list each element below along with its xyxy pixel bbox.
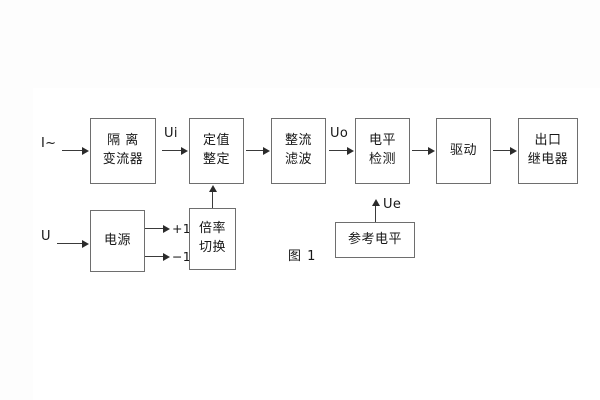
block-line-1: 电平	[368, 133, 396, 149]
arrowhead-current-input	[82, 147, 89, 155]
block-multiplier-switch: 倍率 切换	[189, 208, 236, 270]
block-rectify-filter: 整流 滤波	[271, 118, 326, 184]
block-line-2: 整定	[202, 152, 230, 167]
block-line-1: 参考电平	[347, 231, 402, 247]
connector-current-to-isolation	[62, 150, 83, 151]
block-line-2: 变流器	[102, 152, 144, 167]
block-setting-adjust: 定值 整定	[189, 118, 244, 184]
block-level-detect: 电平 检测	[355, 118, 410, 184]
signal-label-ui: Ui	[164, 126, 178, 141]
arrowhead-rail-negative	[163, 253, 170, 261]
connector-isolation-to-setting	[162, 150, 182, 151]
block-line-2: 继电器	[527, 152, 569, 167]
connector-level-to-drive	[412, 150, 429, 151]
block-line-2: 检测	[368, 152, 396, 167]
signal-label-ue: Ue	[383, 197, 402, 212]
connector-drive-to-relay	[493, 150, 511, 151]
connector-setting-to-rectify	[246, 150, 264, 151]
block-line-1: 出口	[534, 133, 562, 149]
arrowhead-voltage-input	[82, 240, 89, 248]
block-line-1: 驱动	[449, 142, 477, 158]
block-line-2: 滤波	[284, 152, 312, 167]
arrowhead-multiplier-to-setting	[209, 185, 217, 192]
input-label-voltage: U	[41, 229, 51, 244]
figure-caption: 图 1	[288, 249, 317, 264]
block-drive: 驱动	[436, 118, 491, 184]
block-isolation-transformer: 隔 离 变流器	[90, 118, 156, 184]
signal-label-uo: Uo	[330, 126, 349, 141]
block-line-1: 定值	[202, 133, 230, 149]
connector-rail-negative	[145, 256, 165, 257]
arrowhead-ui	[181, 147, 188, 155]
input-label-current: I~	[41, 136, 57, 151]
arrowhead-level-to-drive	[428, 147, 435, 155]
connector-multiplier-to-setting	[212, 189, 213, 208]
block-power-supply: 电源	[90, 210, 145, 272]
block-reference-level: 参考电平	[335, 222, 415, 258]
arrowhead-setting-to-rectify	[263, 147, 270, 155]
block-line-1: 隔 离	[107, 133, 139, 149]
block-line-2: 切换	[198, 240, 226, 255]
connector-voltage-to-power	[57, 243, 83, 244]
connector-rectify-to-level	[329, 150, 348, 151]
arrowhead-drive-to-relay	[510, 147, 517, 155]
arrowhead-rail-positive	[163, 225, 170, 233]
connector-rail-positive	[145, 228, 165, 229]
arrowhead-uo	[347, 147, 354, 155]
arrowhead-ue	[372, 199, 380, 206]
block-line-1: 整流	[284, 133, 312, 149]
connector-reference-to-level	[375, 203, 376, 222]
block-line-1: 倍率	[198, 221, 226, 237]
block-line-1: 电源	[103, 232, 131, 248]
block-output-relay: 出口 继电器	[518, 118, 578, 184]
